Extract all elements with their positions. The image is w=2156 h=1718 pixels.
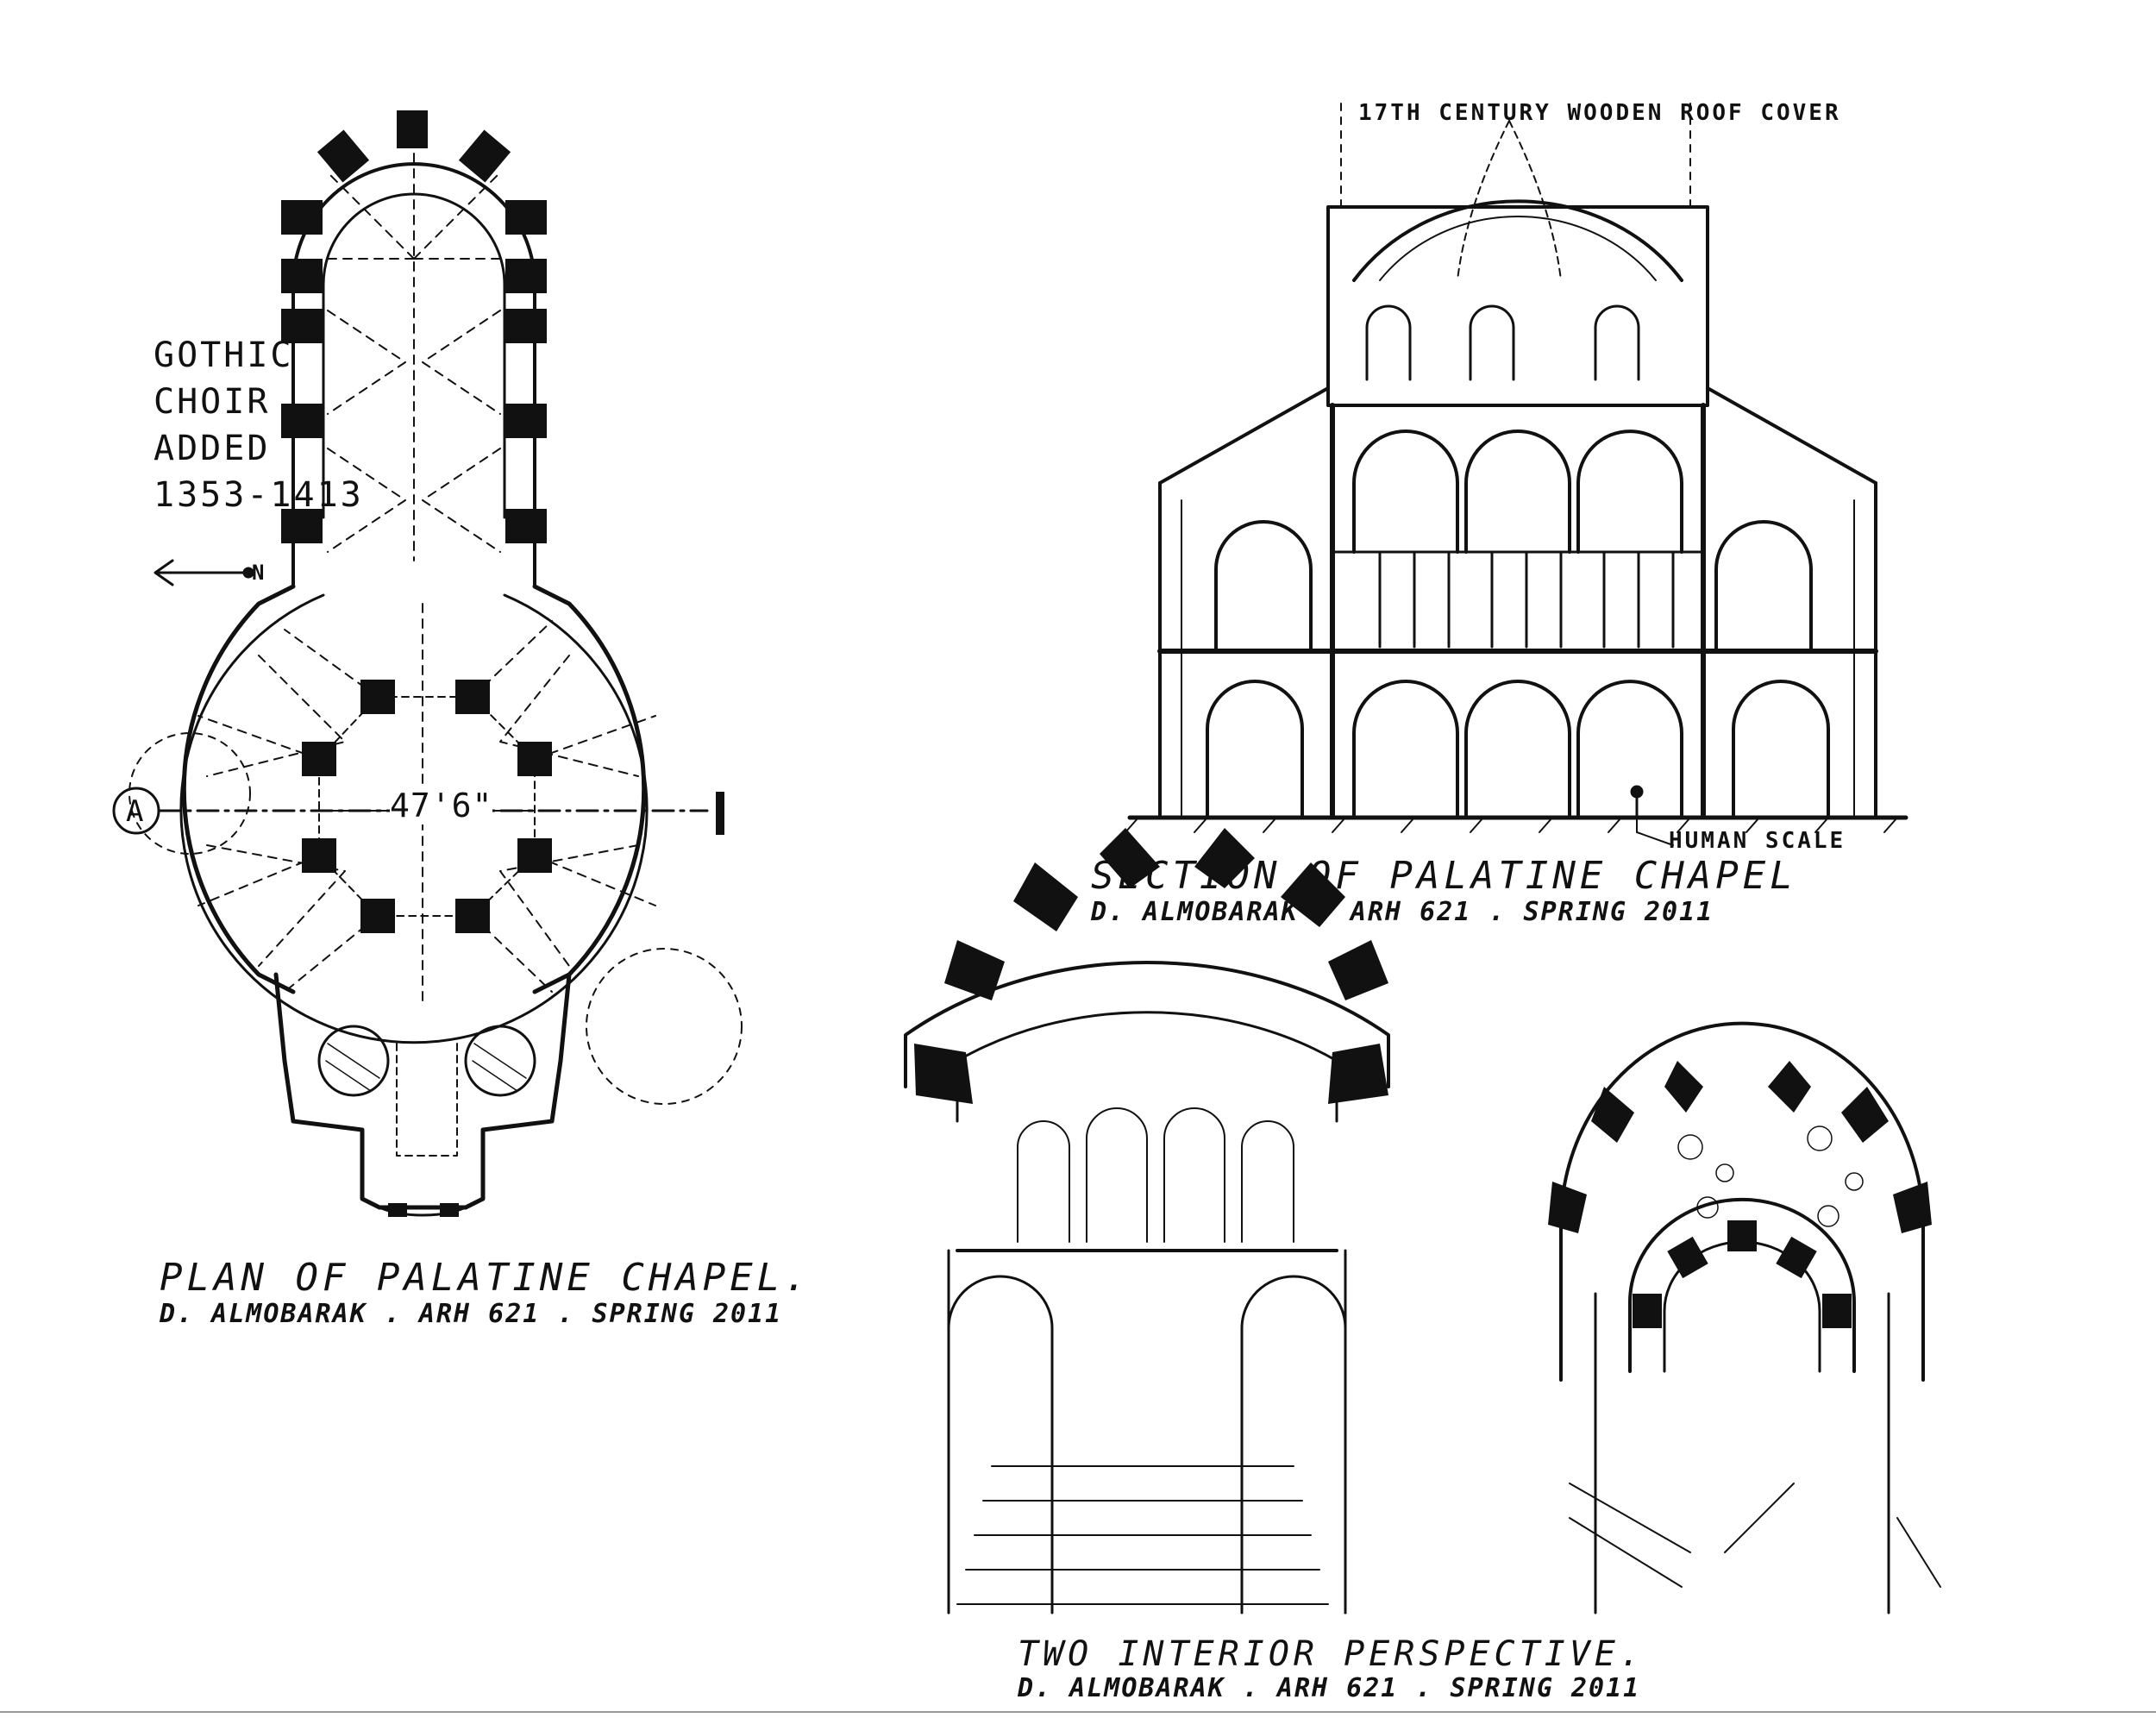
dome-inner bbox=[1379, 216, 1657, 281]
stair-hatch bbox=[325, 1043, 527, 1092]
interior-perspective-one bbox=[904, 828, 1390, 1615]
sheet-bottom-rule bbox=[0, 1711, 2156, 1713]
westwork-buttresses bbox=[388, 1203, 459, 1217]
stair-tower-left bbox=[317, 1025, 390, 1097]
perspectives-title: TWO INTERIOR PERSPECTIVE. bbox=[1018, 1634, 1645, 1674]
perspectives-credit: D. ALMOBARAK . ARH 621 . SPRING 2011 bbox=[1018, 1673, 1641, 1703]
drum bbox=[1326, 205, 1709, 407]
plan-title: PLAN OF PALATINE CHAPEL. bbox=[160, 1256, 812, 1300]
dimension-label: 47'6" bbox=[390, 787, 493, 825]
choir-buttresses bbox=[281, 110, 547, 543]
human-figure bbox=[1630, 785, 1644, 818]
dome bbox=[1352, 199, 1683, 282]
section-credit: D. ALMOBARAK . ARH 621 . SPRING 2011 bbox=[1091, 897, 1714, 927]
lower-arch-left bbox=[947, 1275, 1054, 1615]
dome-rib bbox=[1457, 120, 1562, 281]
mosaic-panels bbox=[1677, 1125, 1864, 1227]
rotunda-inner-wall bbox=[179, 593, 649, 1044]
westwork bbox=[273, 972, 572, 1210]
stair-tower-right bbox=[464, 1025, 536, 1097]
rotunda-outer-wall bbox=[181, 584, 647, 994]
arch-voussoirs bbox=[914, 828, 1388, 1104]
inner-arcade bbox=[1017, 1107, 1294, 1243]
ground-hatch bbox=[1125, 817, 1898, 833]
arch-outer bbox=[904, 960, 1390, 1088]
westwork-vault bbox=[396, 1043, 458, 1157]
arch-voussoirs bbox=[1548, 1061, 1932, 1233]
choir-inner-wall bbox=[322, 192, 506, 519]
drum-windows bbox=[1365, 304, 1640, 381]
pews bbox=[956, 1465, 1329, 1605]
roof-right bbox=[1706, 386, 1877, 485]
north-arrow bbox=[154, 559, 254, 586]
gallery-columns bbox=[1378, 550, 1675, 649]
roof-cover-note: 17TH CENTURY WOODEN ROOF COVER bbox=[1358, 100, 1841, 126]
section-title: SECTION OF PALATINE CHAPEL bbox=[1091, 854, 1797, 898]
ghost-circle bbox=[586, 948, 743, 1105]
arch-outer bbox=[1559, 1021, 1925, 1382]
north-label: N bbox=[252, 561, 267, 585]
roof-left bbox=[1158, 386, 1330, 485]
human-scale-note: HUMAN SCALE bbox=[1669, 828, 1846, 854]
section-marker-label: A bbox=[126, 794, 144, 829]
building-section bbox=[1125, 103, 1908, 846]
choir-addition-note: GOTHIC CHOIR ADDED 1353-1413 bbox=[154, 335, 364, 515]
section-marker-circle bbox=[112, 787, 160, 835]
ghost-circle bbox=[128, 732, 251, 855]
pews bbox=[1569, 1483, 1941, 1588]
ground-arches bbox=[1206, 680, 1830, 817]
gallery-arches bbox=[1214, 430, 1813, 653]
arch-inner bbox=[956, 1011, 1338, 1123]
ambulatory-vault-lines bbox=[197, 603, 656, 1001]
inner-arch bbox=[1628, 1197, 1856, 1373]
lower-arch-right bbox=[1240, 1275, 1347, 1615]
scale-leader bbox=[1636, 817, 1674, 846]
interior-perspective-two bbox=[1548, 1021, 1941, 1615]
choir-vault-lines bbox=[327, 137, 501, 561]
plan-credit: D. ALMOBARAK . ARH 621 . SPRING 2011 bbox=[160, 1299, 783, 1329]
floor-plan bbox=[112, 110, 743, 1217]
section-marker-bar bbox=[716, 792, 724, 835]
inner-voussoirs bbox=[1633, 1220, 1852, 1328]
